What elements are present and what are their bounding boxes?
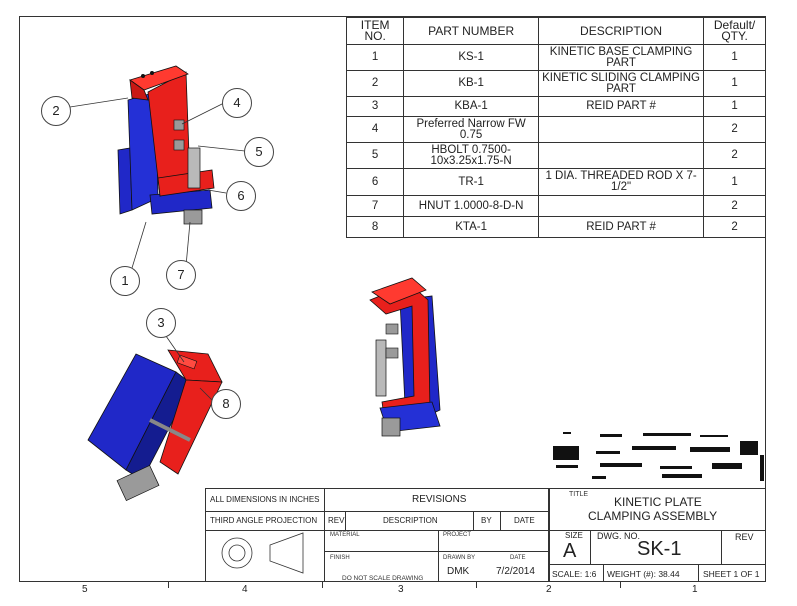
callout-1: 1 (110, 266, 140, 296)
zone-label: 3 (398, 584, 404, 595)
bom-header-part: PART NUMBER (403, 17, 539, 45)
bom-description: 1 DIA. THREADED ROD X 7-1/2" (537, 168, 705, 196)
zone-label: 2 (546, 584, 552, 595)
bom-qty: 1 (703, 70, 766, 97)
bom-part-number: TR-1 (403, 168, 539, 196)
left-view (87, 349, 223, 502)
date-label: DATE (510, 555, 526, 561)
bom-item-no: 2 (345, 70, 405, 97)
bom-qty: 1 (703, 44, 766, 71)
callout-8: 8 (211, 389, 241, 419)
bom-item-no: 6 (345, 168, 405, 196)
scale-value: SCALE: 1:6 (552, 569, 597, 579)
no-scale-note: DO NOT SCALE DRAWING (342, 575, 424, 582)
projection-note: THIRD ANGLE PROJECTION (210, 516, 318, 525)
drawn-by-label: DRAWN BY (443, 555, 476, 561)
size-label: SIZE (565, 531, 583, 540)
zone-divider (620, 582, 621, 588)
zone-divider (322, 582, 323, 588)
zone-label: 5 (82, 584, 88, 595)
drawn-date-value: 7/2/2014 (496, 566, 535, 577)
dwg-no-label: DWG. NO. (597, 531, 640, 541)
redaction-marks (553, 432, 764, 481)
by-col-label: BY (481, 516, 492, 525)
callout-4: 4 (222, 88, 252, 118)
title-line1: KINETIC PLATE (614, 495, 702, 509)
bom-item-no: 8 (345, 216, 405, 238)
bom-part-number: Preferred Narrow FW 0.75 (403, 116, 539, 143)
projection-symbol-cell (205, 530, 325, 582)
bom-table: ITEM NO. PART NUMBER DESCRIPTION Default… (345, 17, 766, 238)
drawn-by-value: DMK (447, 566, 470, 577)
bom-part-number: KS-1 (403, 44, 539, 71)
bom-description: KINETIC SLIDING CLAMPING PART (537, 70, 705, 97)
revisions-label: REVISIONS (412, 494, 467, 505)
date-col-label: DATE (514, 516, 535, 525)
bom-description: REID PART # (537, 216, 705, 238)
finish-label: FINISH (330, 555, 350, 561)
zone-divider (168, 582, 169, 588)
bom-item-no: 3 (345, 96, 405, 117)
leader-lines (69, 97, 246, 402)
projection-symbol (221, 532, 304, 574)
bom-item-no: 4 (345, 116, 405, 143)
sheet-value: SHEET 1 OF 1 (703, 569, 760, 579)
rev-col-label: REV (328, 516, 345, 525)
title-label: TITLE (569, 491, 589, 498)
size-value: A (563, 540, 577, 562)
sheet-cell (698, 564, 766, 582)
rev-label: REV (735, 532, 754, 542)
zone-label: 4 (242, 584, 248, 595)
bom-item-no: 5 (345, 142, 405, 169)
material-label: MATERIAL (330, 532, 360, 538)
main-view (117, 65, 215, 225)
drawn-by-cell (438, 551, 549, 582)
callout-2: 2 (41, 96, 71, 126)
callout-7: 7 (166, 260, 196, 290)
callout-3: 3 (146, 308, 176, 338)
bom-qty: 2 (703, 216, 766, 238)
dwg-no-value: SK-1 (637, 538, 682, 560)
right-view (369, 277, 441, 437)
dims-note: ALL DIMENSIONS IN INCHES (210, 495, 320, 504)
callout-6: 6 (226, 181, 256, 211)
callout-5: 5 (244, 137, 274, 167)
zone-label: 1 (692, 584, 698, 595)
weight-value: WEIGHT (#): 38.44 (607, 569, 680, 579)
bom-part-number: KB-1 (403, 70, 539, 97)
bom-qty: 1 (703, 96, 766, 117)
zone-divider (476, 582, 477, 588)
bom-description (537, 142, 705, 169)
description-col-label: DESCRIPTION (383, 516, 438, 525)
bom-header-desc: DESCRIPTION (537, 17, 705, 45)
title-line2: CLAMPING ASSEMBLY (588, 509, 718, 523)
bom-header-row: ITEM NO. PART NUMBER DESCRIPTION Default… (345, 17, 766, 45)
project-label: PROJECT (443, 532, 472, 538)
